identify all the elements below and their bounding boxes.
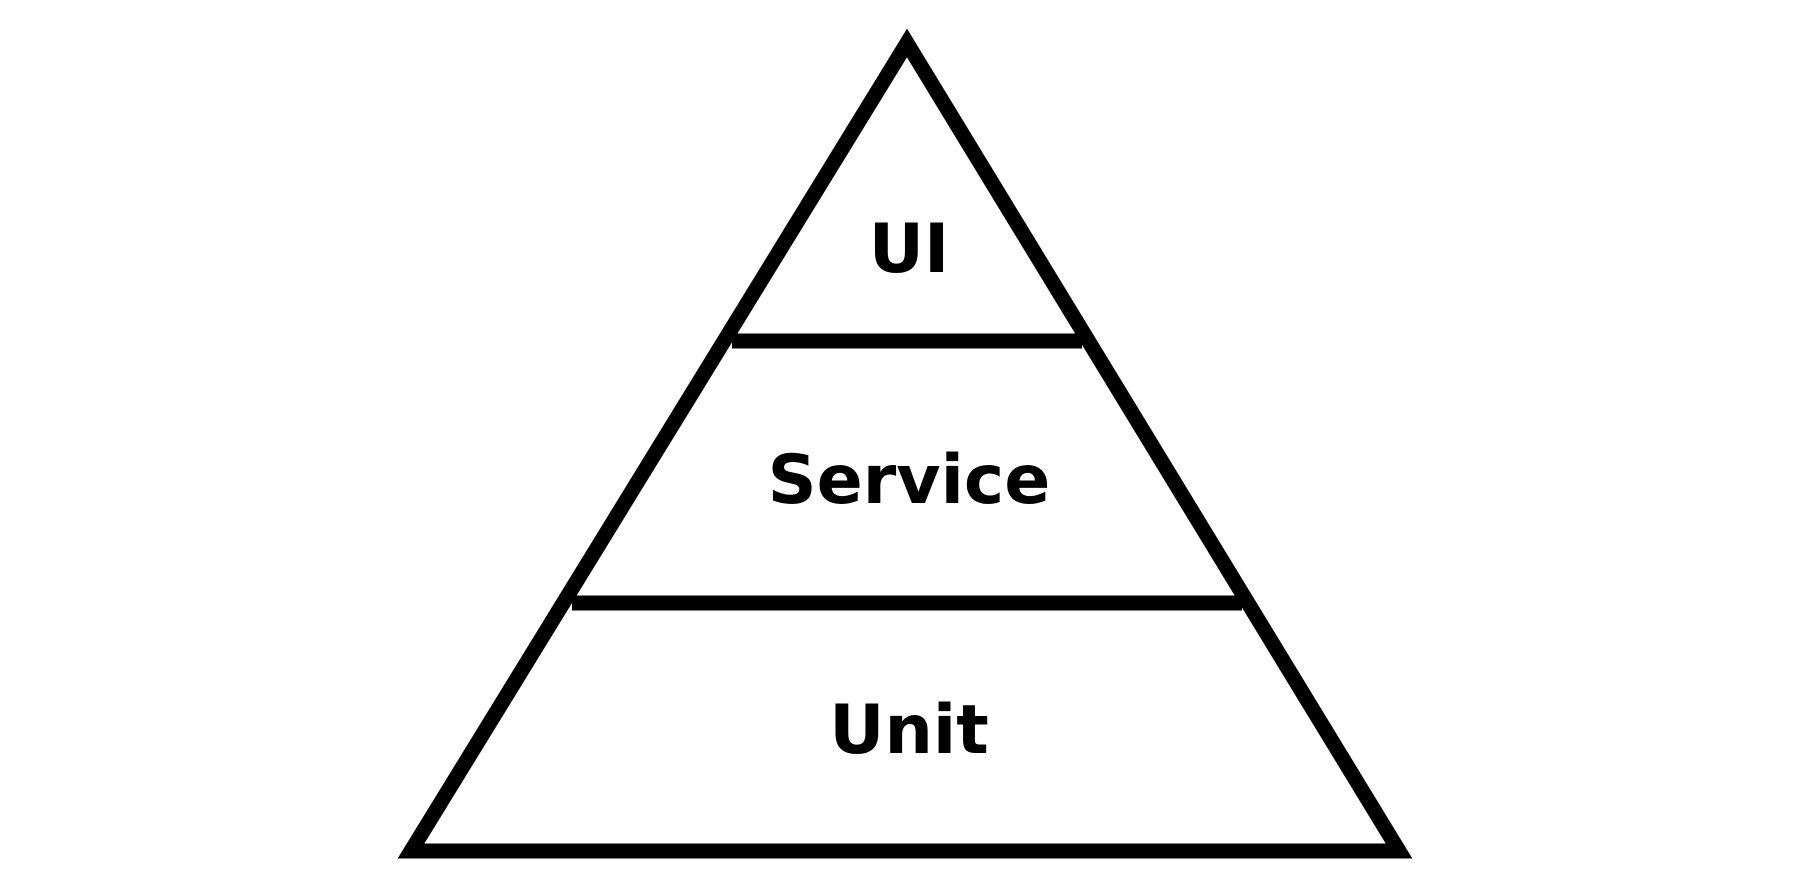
pyramid-outline bbox=[397, 28, 1413, 859]
tier-label-unit: Unit bbox=[829, 691, 988, 770]
tier-label-ui: UI bbox=[869, 210, 950, 289]
tier-label-service: Service bbox=[768, 441, 1051, 520]
